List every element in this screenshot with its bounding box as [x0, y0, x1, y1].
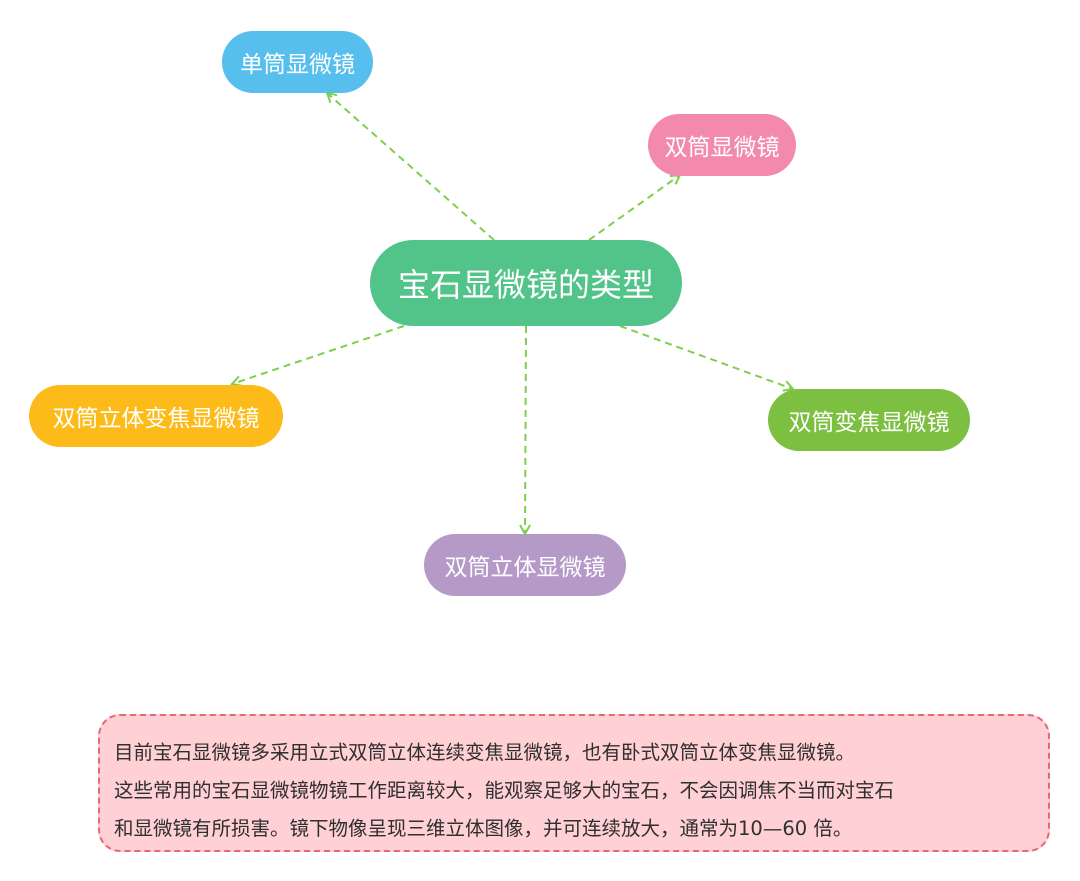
node-binocular-stereo-zoom-microscope[interactable]: 双筒立体变焦显微镜 [29, 385, 283, 447]
node-binocular-microscope[interactable]: 双筒显微镜 [648, 114, 796, 176]
note-line-2: 这些常用的宝石显微镜物镜工作距离较大，能观察足够大的宝石，不会因调焦不当而对宝石 [114, 779, 895, 802]
edge-center-to-bino-zoom [619, 325, 793, 389]
edge-center-to-stereo-zoom [232, 325, 405, 384]
node-binocular-zoom-microscope[interactable]: 双筒变焦显微镜 [768, 389, 970, 451]
edge-center-to-mono [327, 93, 495, 241]
node-binocular-stereo-microscope[interactable]: 双筒立体显微镜 [424, 534, 626, 596]
note-line-3: 和显微镜有所损害。镜下物像呈现三维立体图像，并可连续放大，通常为10—60 倍。 [114, 817, 853, 840]
center-node[interactable]: 宝石显微镜的类型 [370, 240, 682, 326]
edge-center-to-stereo [525, 325, 526, 534]
edge-center-to-bino [588, 175, 680, 241]
note-line-1: 目前宝石显微镜多采用立式双筒立体连续变焦显微镜，也有卧式双筒立体变焦显微镜。 [114, 741, 856, 764]
note-box: 目前宝石显微镜多采用立式双筒立体连续变焦显微镜，也有卧式双筒立体变焦显微镜。 这… [98, 714, 1050, 852]
node-monocular-microscope[interactable]: 单筒显微镜 [222, 31, 373, 93]
